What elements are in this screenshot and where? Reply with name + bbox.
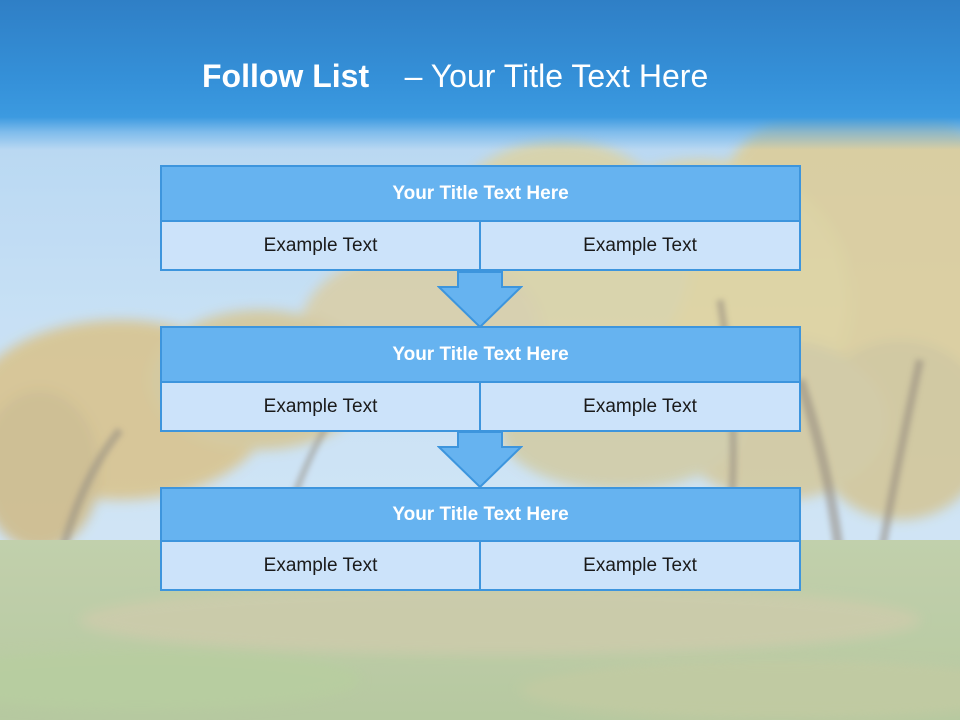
block-title: Your Title Text Here — [160, 326, 801, 383]
block-cell-right: Example Text — [479, 383, 801, 432]
slide-title-rest: – Your Title Text Here — [404, 58, 709, 94]
block-cell-left: Example Text — [160, 383, 481, 432]
block-cell-left: Example Text — [160, 222, 481, 271]
block-cell-right: Example Text — [479, 222, 801, 271]
block-cell-left: Example Text — [160, 542, 481, 591]
down-arrow-icon — [437, 271, 523, 329]
block-title: Your Title Text Here — [160, 165, 801, 222]
header-band — [0, 0, 960, 150]
slide-title: Follow List – Your Title Text Here — [202, 52, 708, 100]
block-title: Your Title Text Here — [160, 487, 801, 542]
down-arrow-icon — [437, 431, 523, 489]
slide-title-bold: Follow List — [202, 58, 370, 94]
block-cell-right: Example Text — [479, 542, 801, 591]
